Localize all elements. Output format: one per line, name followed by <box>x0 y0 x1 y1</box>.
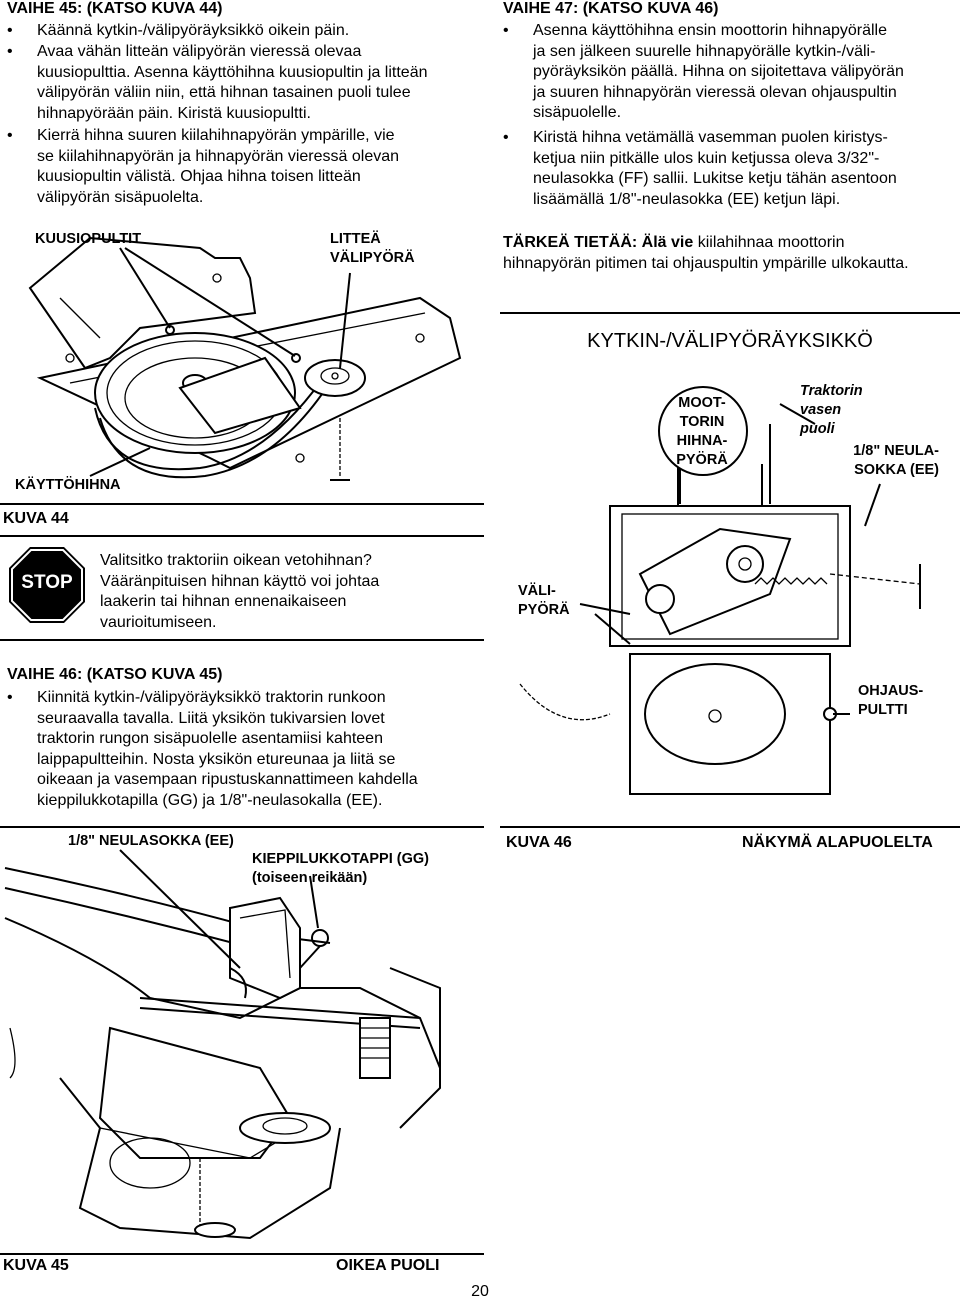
important-note: TÄRKEÄ TIETÄÄ: Älä vie kiilahihnaa moott… <box>503 233 958 274</box>
bullet-line: kuusiopulttia. Asenna käyttöhihna kuusio… <box>37 63 428 81</box>
important-emphasis: Älä vie <box>641 234 694 251</box>
figure-45-side: OIKEA PUOLI <box>336 1257 440 1274</box>
bullet-line: kuusiopultin välistä. Ohjaa hihna toisen… <box>37 168 361 186</box>
bullet-line: Avaa vähän litteän välipyörän vieressä o… <box>37 43 362 60</box>
label-line: PYÖRÄ <box>676 452 728 468</box>
label-line: PULTTI <box>858 702 908 718</box>
bullet-line: ja sen jälkeen suurelle hihnapyörälle ky… <box>533 42 876 60</box>
bullet-line: lisäämällä 1/8"-neulasokka (EE) ketjun l… <box>533 190 841 208</box>
bullet-line: traktorin rungon sisäpuolelle asentamiis… <box>37 730 383 748</box>
label-engine-pulley: MOOT- TORIN HIHNA- PYÖRÄ <box>660 394 744 470</box>
bullet-line: Kiinnitä kytkin-/välipyöräyksikkö trakto… <box>37 689 386 706</box>
divider <box>0 503 484 505</box>
stop-sign-label: STOP <box>21 572 73 593</box>
step46-heading: VAIHE 46: (KATSO KUVA 45) <box>7 666 223 683</box>
figure-45-caption: KUVA 45 <box>3 1257 69 1274</box>
label-line: 1/8" NEULA- <box>853 443 939 459</box>
bullet-line: laippapultteihin. Nosta yksikön etureuna… <box>37 750 396 768</box>
stop-sign-icon <box>9 547 85 623</box>
label-guide-bolt: OHJAUS- PULTTI <box>858 682 923 720</box>
stop-line: Valitsitko traktoriin oikean vetohihnan? <box>100 552 372 569</box>
clutch-idler-illustration <box>519 403 921 795</box>
label-line: Traktorin <box>800 383 863 399</box>
important-prefix: TÄRKEÄ TIETÄÄ: <box>503 234 638 251</box>
stop-notice: STOP Valitsitko traktoriin oikean vetohi… <box>0 535 484 641</box>
bullet-line: neulasokka (FF) sallii. Lukitse ketju tä… <box>533 170 897 188</box>
figure-44: KUUSIOPULTIT LITTEÄ VÄLIPYÖRÄ KÄYTTÖHIHN… <box>0 218 480 528</box>
bullet-line: sisäpuolelle. <box>533 104 622 122</box>
bullet-line: kieppilukkotapilla (GG) ja 1/8"-neulasok… <box>37 791 383 809</box>
step45-heading: VAIHE 45: (KATSO KUVA 44) <box>7 0 223 17</box>
label-clevis-pin-2: (toiseen reikään) <box>252 870 368 886</box>
label-line: puoli <box>800 421 835 437</box>
figure-45: 1/8" NEULASOKKA (EE) KIEPPILUKKOTAPPI (G… <box>0 826 484 1255</box>
bullet-line: pyöräyksikön päällä. Hihna on sijoitetta… <box>533 63 904 81</box>
label-line: PYÖRÄ <box>518 602 570 618</box>
engine-pulley-callout <box>658 386 748 476</box>
label-cotter-pin-ee: 1/8" NEULA- SOKKA (EE) <box>845 442 939 480</box>
step47-heading: VAIHE 47: (KATSO KUVA 46) <box>503 0 719 17</box>
bullet-line: seuraavalla tavalla. Liitä yksikön tukiv… <box>37 709 385 727</box>
bullet-line: välipyörän sisäpuolelta. <box>37 188 204 206</box>
figure-44-caption: KUVA 44 <box>3 510 69 527</box>
label-hex-bolts: KUUSIOPULTIT <box>35 231 142 247</box>
label-flat-idler-2: VÄLIPYÖRÄ <box>330 250 415 266</box>
label-flat-idler-1: LITTEÄ <box>330 231 381 247</box>
figure-46: KYTKIN-/VÄLIPYÖRÄYKSIKKÖ <box>500 312 960 828</box>
pulley-assembly-illustration <box>28 236 462 481</box>
label-idler: VÄLI- PYÖRÄ <box>518 582 570 620</box>
bullet-line: ketjua niin pitkälle ulos kuin ketjussa … <box>533 149 880 167</box>
bullet-text: Käännä kytkin-/välipyöräyksikkö oikein p… <box>37 22 350 39</box>
bullet-line: Kierrä hihna suuren kiilahihnapyörän ymp… <box>37 127 395 144</box>
bullet-line: ja suuren hihnapyörän vieressä olevan oh… <box>533 83 897 101</box>
label-clevis-pin-1: KIEPPILUKKOTAPPI (GG) <box>252 851 429 867</box>
bullet-line: välipyörän väliin niin, että hihnan tasa… <box>37 84 411 102</box>
important-line1: kiilahihnaa moottorin <box>697 234 845 251</box>
stop-line: vaurioitumiseen. <box>100 613 217 631</box>
bullet-line: se kiilahihnapyörän ja hihnapyörän viere… <box>37 147 400 165</box>
label-line: HIHNA- <box>676 433 728 449</box>
label-line: SOKKA (EE) <box>854 462 939 478</box>
bullet-line: oikeaan ja vasempaan ripustuskannattimee… <box>37 771 418 789</box>
bullet-line: Kiristä hihna vetämällä vasemman puolen … <box>533 129 888 146</box>
label-line: OHJAUS- <box>858 683 924 699</box>
label-line: MOOT- <box>678 395 726 411</box>
figure-46-caption: KUVA 46 <box>506 834 572 851</box>
label-line: TORIN <box>679 414 725 430</box>
label-line: vasen <box>800 402 842 418</box>
important-line2: hihnapyörän pitimen tai ohjauspultin ymp… <box>503 254 909 272</box>
page-number: 20 <box>471 1283 489 1300</box>
label-line: VÄLI- <box>518 583 556 599</box>
bullet-line: hihnapyörään päin. Kiristä kuusiopultti. <box>37 104 311 122</box>
stop-line: Vääränpituisen hihnan käyttö voi johtaa <box>100 572 380 590</box>
bullet-line: Asenna käyttöhihna ensin moottorin hihna… <box>533 22 888 39</box>
stop-line: laakerin tai hihnan ennenaikaiseen <box>100 593 347 611</box>
figure-46-title: KYTKIN-/VÄLIPYÖRÄYKSIKKÖ <box>587 330 873 352</box>
mounting-illustration <box>4 849 441 1240</box>
label-drive-belt: KÄYTTÖHIHNA <box>15 477 121 493</box>
label-cotter-pin: 1/8" NEULASOKKA (EE) <box>68 833 234 849</box>
label-tractor-left-side: Traktorin vasen puoli <box>800 382 863 439</box>
figure-46-view: NÄKYMÄ ALAPUOLELTA <box>742 834 933 851</box>
